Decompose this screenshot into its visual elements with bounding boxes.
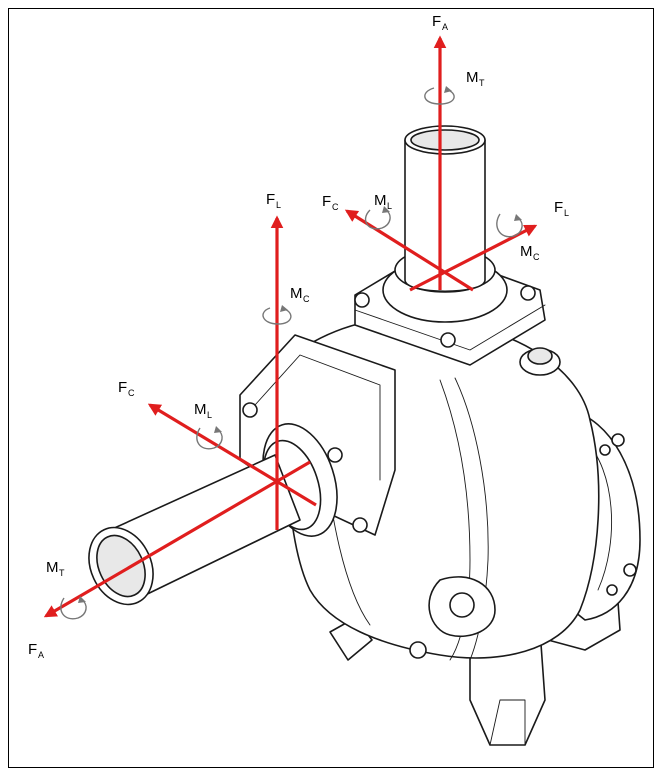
svg-text:F: F	[28, 641, 37, 658]
label-side-mc: M C	[290, 285, 310, 304]
pump-body-drawing	[88, 125, 641, 746]
bolt-rear-3	[599, 444, 611, 456]
fill-plug-top	[527, 347, 553, 365]
side-pipe-mouth-inner	[96, 534, 146, 598]
side-axis-fc	[147, 403, 317, 507]
svg-text:A: A	[442, 22, 448, 32]
side-nozzle-axes	[43, 215, 317, 618]
top-axis-fc	[344, 209, 474, 292]
label-top-fa: F A	[432, 13, 448, 32]
svg-text:T: T	[479, 78, 485, 88]
bolt-side-1	[242, 402, 258, 418]
svg-text:F: F	[266, 191, 275, 208]
svg-text:L: L	[207, 410, 212, 420]
label-side-fa: F A	[28, 641, 44, 660]
svg-text:C: C	[332, 202, 339, 212]
svg-text:C: C	[128, 388, 135, 398]
label-side-fc: F C	[118, 379, 135, 398]
top-pipe-body	[404, 139, 486, 292]
top-flange-edge	[354, 304, 546, 351]
pump-pedestal-rib	[489, 699, 526, 746]
svg-text:F: F	[432, 13, 441, 30]
casing-seam-front	[439, 379, 471, 661]
bolt-top-1	[354, 292, 370, 308]
label-top-mc: M C	[520, 243, 540, 262]
bolt-top-2	[520, 285, 536, 301]
label-top-fc: F C	[322, 193, 339, 212]
svg-text:L: L	[276, 200, 281, 210]
side-axis-fa	[43, 460, 311, 618]
svg-text:M: M	[290, 285, 303, 302]
svg-text:L: L	[564, 208, 569, 218]
moment-icon-side-ml	[196, 426, 223, 450]
svg-text:T: T	[59, 568, 65, 578]
bolt-rear-4	[606, 584, 618, 596]
top-nozzle-axes	[344, 35, 538, 292]
svg-text:M: M	[520, 243, 533, 260]
label-side-ml: M L	[194, 401, 212, 420]
svg-text:F: F	[554, 199, 563, 216]
bolt-side-3	[352, 517, 368, 533]
label-top-ml: M L	[374, 192, 392, 211]
svg-text:M: M	[466, 69, 479, 86]
label-top-mt: M T	[466, 69, 485, 88]
svg-text:C: C	[303, 294, 310, 304]
moment-icon-top-mc	[496, 213, 523, 238]
moment-arrows	[60, 86, 523, 620]
moment-icon-side-mc	[262, 305, 292, 325]
moment-icon-top-ml	[364, 206, 391, 230]
svg-text:L: L	[387, 201, 392, 211]
moment-icon-top-mt	[424, 86, 455, 105]
top-pipe-mouth-inner	[410, 129, 480, 151]
bolt-side-2	[327, 447, 343, 463]
bolt-rear-1	[611, 433, 625, 447]
svg-text:C: C	[533, 252, 540, 262]
svg-text:F: F	[118, 379, 127, 396]
svg-text:A: A	[38, 650, 44, 660]
drain-plug	[449, 592, 475, 618]
svg-text:M: M	[194, 401, 207, 418]
bolt-rear-2	[623, 563, 637, 577]
label-side-fl: F L	[266, 191, 281, 210]
label-top-fl: F L	[554, 199, 569, 218]
casing-seam-back	[454, 377, 489, 661]
moment-icon-side-mt	[60, 596, 87, 620]
svg-text:M: M	[374, 192, 387, 209]
svg-text:F: F	[322, 193, 331, 210]
label-side-mt: M T	[46, 559, 65, 578]
bolt-top-3	[440, 332, 456, 348]
svg-text:M: M	[46, 559, 59, 576]
bolt-bottom	[409, 641, 427, 659]
